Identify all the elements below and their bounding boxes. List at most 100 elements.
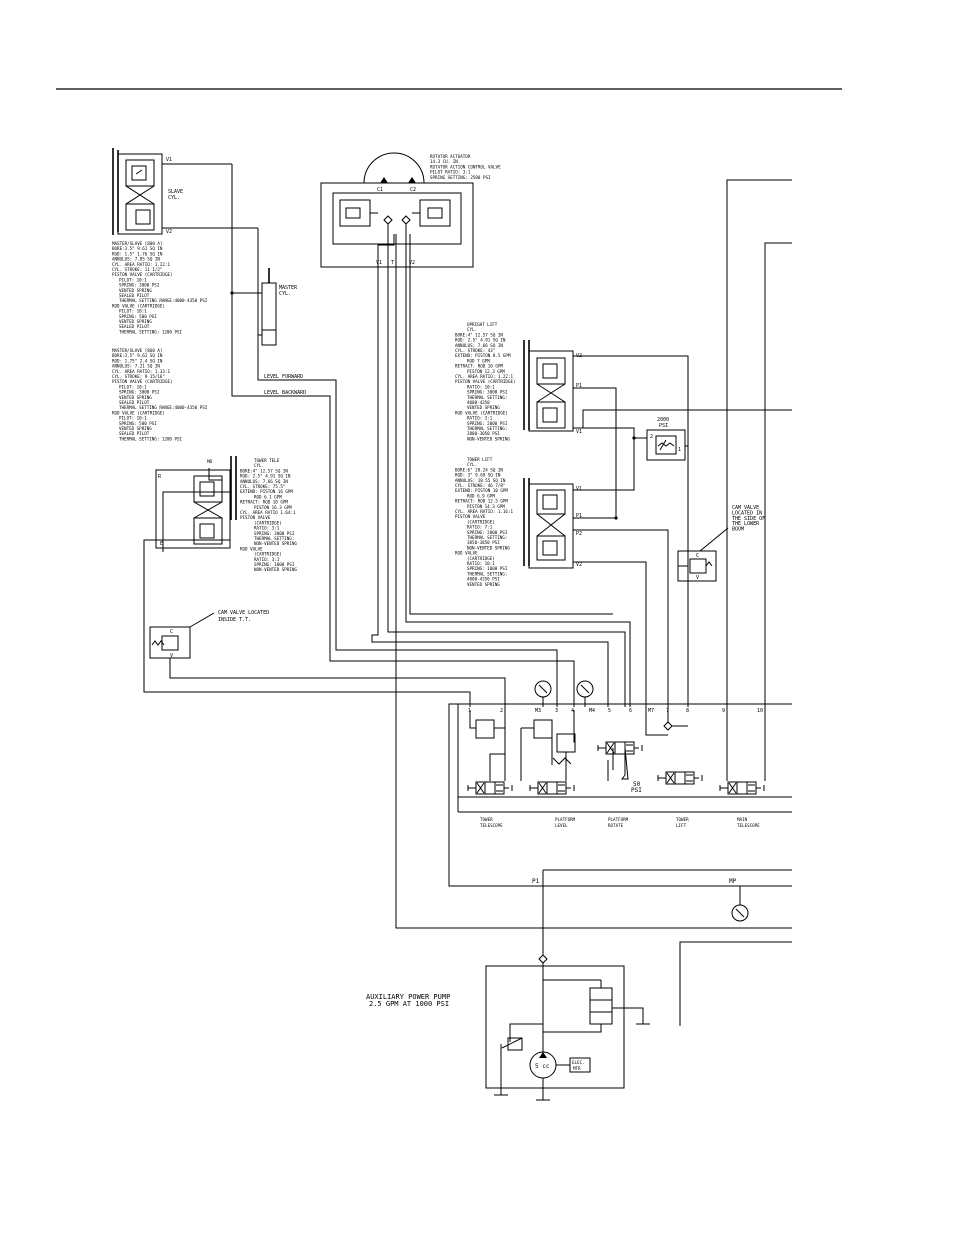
- tlSpec-line: TOWER LIFT: [467, 457, 493, 462]
- tlSpec-line: RATIO: 10:1: [467, 561, 495, 566]
- rotator-port-c2: C2: [410, 187, 416, 193]
- tower-tele-port-mb: MB: [207, 459, 213, 464]
- ttSpec-line: CYL.: [254, 463, 264, 468]
- msB-line: PILOT: 10:1: [119, 416, 147, 421]
- ttSpec-line: RETRACT: ROD 10 GPM: [240, 500, 288, 505]
- ttSpec-line: (CARTRIDGE): [254, 520, 282, 525]
- slave-port-v1: V1: [166, 157, 172, 163]
- tlSpec-line: BORE:6" 28.24 SQ IN: [455, 467, 503, 472]
- rotTitle-line: ROTATOR ACTUATOR: [430, 154, 471, 159]
- directional-valve-2: [597, 741, 643, 755]
- section-label-3-1: LIFT: [676, 823, 687, 828]
- pump-motor-label-1: ELEC.: [572, 1060, 585, 1065]
- manifold-port-11: 9: [722, 708, 725, 714]
- section-label-0-0: TOWER: [480, 817, 493, 822]
- tlSpec-line: ROD: 3" 9.69 SQ IN: [455, 473, 501, 478]
- rotator-port-v2: V2: [409, 260, 415, 266]
- manifold-port-2: M3: [535, 708, 541, 714]
- ttSpec-line: BORE:4" 12.57 SQ IN: [240, 468, 288, 473]
- ulSpec-line: THERMAL SETTING:: [467, 395, 507, 400]
- msA-line: ANNULUS: 7.85 SQ IN: [112, 257, 160, 262]
- main-boom-lines: [726, 179, 792, 781]
- ulSpec-line: RETRACT: ROD 10 GPM: [455, 364, 503, 369]
- upright-port-v1: V1: [576, 429, 582, 435]
- ulSpec-line: SPRING: 2000 PSI: [467, 421, 508, 426]
- relief-valve-2000: 2000 PSI 2 1: [632, 417, 688, 461]
- manifold-port-1: 2: [500, 708, 503, 714]
- camLower-line: THE LOWER: [732, 521, 760, 527]
- tlSpec-line: (CARTRIDGE): [467, 519, 495, 524]
- msA-line: THERMAL SETTING RANGE:4000-4350 PSI: [119, 298, 208, 303]
- msA-line: ROD VALVE (CARTRIDGE): [112, 303, 165, 308]
- tlSpec-line: CYL. STROKE: 46 7/8": [455, 483, 505, 488]
- msA-line: THERMAL SETTING: 1200 PSI: [119, 329, 183, 334]
- slave-label-1: SLAVE: [168, 189, 183, 195]
- msB-line: CYL. STROKE: 9 15/16": [112, 374, 165, 379]
- cam-valve-lower-boom: C V: [677, 527, 729, 582]
- ttSpec-line: SPRING: 1800 PSI: [254, 562, 295, 567]
- tower-tele-port-r: R: [158, 474, 162, 480]
- ulSpec-line: CYL. STROKE: 43": [455, 348, 495, 353]
- ulSpec-line: BORE:4" 12.57 SQ IN: [455, 332, 503, 337]
- slave-label-2: CYL.: [168, 195, 180, 201]
- tlSpec-line: NON-VENTED SPRING: [467, 545, 510, 550]
- msB-line: ROD VALVE (CARTRIDGE): [112, 410, 165, 415]
- ulSpec-line: PISTON 12.3 GPM: [467, 369, 505, 374]
- ulSpec-line: CYL.: [467, 327, 477, 332]
- master-cyl-label-1: MASTER: [279, 285, 298, 291]
- msB-line: SEALED PILOT: [119, 431, 150, 436]
- ttSpec-line: PISTON 16.3 GPM: [254, 505, 292, 510]
- msA-line: PILOT: 10:1: [119, 277, 147, 282]
- tower-lift-port-v2: V2: [576, 562, 582, 568]
- tower-lift-port-p1: P1: [576, 513, 582, 519]
- rotator-lines: [371, 224, 792, 929]
- tlSpec-line: THERMAL SETTING:: [467, 535, 507, 540]
- p1-label: P1: [532, 878, 540, 885]
- tlSpec-line: ROD 6.9 GPM: [467, 493, 495, 498]
- rotator-actuator: C1 C2 V1 T V2: [320, 152, 474, 268]
- directional-valve-3: [657, 771, 703, 785]
- msB-line: BORE:3.5" 9.61 SQ IN: [112, 353, 163, 358]
- ttSpec-line: PISTON VALVE: [240, 515, 271, 520]
- control-manifold: [448, 680, 792, 887]
- ulSpec-line: RATIO: 3:1: [467, 416, 493, 421]
- msA-line: SEALED PILOT: [119, 324, 150, 329]
- tlSpec-line: PISTON VALVE: [455, 514, 486, 519]
- tlSpec-line: VENTED SPRING: [467, 582, 500, 587]
- msA-line: SPRING: 500 PSI: [119, 314, 157, 319]
- msB-line: SEALED PILOT: [119, 400, 150, 405]
- rotTitle-line: ROTATOR ACTION CONTROL VALVE: [430, 164, 501, 169]
- ulSpec-line: EXTEND: PISTON 8.5 GPM: [455, 353, 511, 358]
- ttSpec-line: CYL. STROKE: 75.5": [240, 484, 285, 489]
- section-label-3-0: TOWER: [676, 817, 689, 822]
- msB-line: THERMAL SETTING RANGE:4000-4350 PSI: [119, 405, 208, 410]
- ulSpec-line: ROD 7 GPM: [467, 358, 490, 363]
- camLower-line: LOCATED IN: [732, 510, 762, 516]
- relief-port-1: 1: [678, 447, 681, 453]
- section-label-4-0: MAIN: [737, 817, 748, 822]
- upright-port-p1: P1: [576, 383, 582, 389]
- msB-line: ROD: 1.75" 2.4 SQ IN: [112, 358, 163, 363]
- ulSpec-line: RATIO: 10:1: [467, 384, 495, 389]
- ttSpec-line: CYL. AREA RATIO 1.64:1: [240, 510, 296, 515]
- ttSpec-line: RATIO: 3:1: [254, 557, 280, 562]
- aux-pump-title-1: AUXILIARY POWER PUMP: [366, 993, 450, 1001]
- camLower-line: THE SIDE OF: [732, 516, 765, 522]
- tower-lift-port-v1: V1: [576, 486, 582, 492]
- ulSpec-line: VENTED SPRING: [467, 405, 500, 410]
- relief-2000-label-1: 2000: [657, 417, 669, 423]
- cam-valve-tt: C V CAM VALVE LOCATED INSIDE T.T.: [149, 610, 506, 707]
- msA-line: CYL. STROKE: 11 1/2": [112, 267, 162, 272]
- relief-2000-label-2: PSI: [659, 423, 668, 429]
- rotTitle-line: SPRING SETTING: 2500 PSI: [430, 175, 491, 180]
- master-cyl-label-2: CYL.: [279, 291, 291, 297]
- relief-port-2: 2: [650, 434, 653, 440]
- ulSpec-line: 4000-4350: [467, 400, 490, 405]
- psi-50-label-2: PSI: [631, 787, 642, 794]
- ulSpec-line: UPRIGHT LIFT: [467, 322, 498, 327]
- manifold-port-4: 4: [571, 708, 574, 714]
